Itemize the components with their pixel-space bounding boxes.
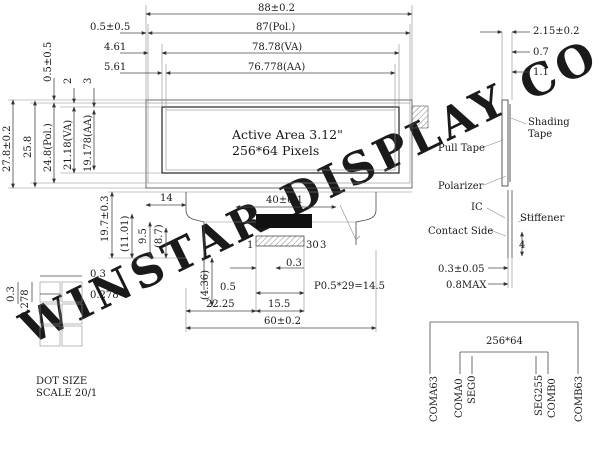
label-shading-tape-2: Tape [528, 129, 552, 140]
dim-pol-width: 87(Pol.) [256, 22, 295, 33]
active-area-pixels: 256*64 Pixels [232, 143, 319, 158]
side-dim-4: 4 [519, 240, 525, 251]
dim-pitch: P0.5*29=14.5 [314, 281, 385, 292]
front-view: Active Area 3.12" 256*64 Pixels [145, 99, 429, 193]
dim-fpc-left-14: 14 [160, 193, 173, 204]
dim-height-25-8: 25.8 [23, 136, 34, 158]
dim-22-25: 22.25 [206, 299, 235, 310]
dim-va-width: 78.78(VA) [252, 42, 302, 53]
polarizer-outline [147, 102, 411, 184]
pin-coma63: COMA63 [429, 376, 440, 422]
matrix-schematic: 256*64 COMA63 COMA0 SEG0 SEG255 COMB0 CO… [429, 321, 585, 422]
dim-overall-width: 88±0.2 [258, 3, 295, 14]
dim-left-offset-3: 5.61 [104, 62, 126, 73]
side-dim-1-1: 1.1 [533, 67, 549, 78]
dim-va-height: 21.18(VA) [63, 120, 74, 170]
dim-0-3: 0.3 [286, 258, 302, 269]
dot-dim-v-0-3: 0.3 [6, 286, 17, 302]
dot-size-label: DOT SIZE [36, 376, 87, 387]
pin-coma0: COMA0 [454, 378, 465, 418]
label-stiffener: Stiffener [520, 213, 564, 224]
side-dim-0-7: 0.7 [533, 47, 549, 58]
dim-pol-height: 24.8(Pol.) [43, 123, 54, 172]
dim-outer-height: 27.8±0.2 [2, 125, 13, 172]
active-area [165, 109, 396, 171]
dim-11-01: (11.01) [120, 215, 131, 252]
active-area-title: Active Area 3.12" [231, 127, 343, 142]
pin-seg0: SEG0 [467, 375, 478, 404]
side-polarizer [508, 104, 511, 182]
left-dimensions: 27.8±0.2 25.8 24.8(Pol.) 21.18(VA) 19.17… [2, 42, 162, 189]
label-shading-tape-1: Shading [528, 117, 570, 128]
dim-top-offset-2: 2 [63, 78, 74, 84]
dim-aa-height: 19.178(AA) [83, 115, 94, 172]
dim-15-5: 15.5 [268, 299, 290, 310]
dim-8-7: (8.7) [154, 224, 165, 248]
label-contact-side: Contact Side [428, 226, 493, 237]
fpc-connector [255, 235, 305, 247]
dim-9-5: 9.5 [138, 228, 149, 244]
side-view: 2.15±0.2 0.7 1.1 Pull Tape Shading Tape … [428, 26, 580, 291]
viewing-area [161, 106, 400, 174]
dot-size-detail: 0.3 0.278 0.3 0.278 DOT SIZE SCALE 20/1 [6, 269, 119, 399]
dot-dim-v-0-278: 0.278 [20, 289, 31, 318]
side-dim-0-3: 0.3±0.05 [438, 264, 485, 275]
fpc-area: 1 30 3 14 40±0.1 0.5 0.3 P0.5*29=14.5 22… [100, 191, 385, 332]
dim-ic-width: 40±0.1 [266, 195, 303, 206]
glass-outline [145, 99, 413, 189]
pin-1-label: 1 [247, 240, 253, 251]
label-pull-tape: Pull Tape [438, 143, 485, 154]
dim-0-5: 0.5 [220, 282, 236, 293]
top-dimensions: 88±0.2 87(Pol.) 78.78(VA) 76.778(AA) 0.5… [90, 3, 413, 110]
side-dim-2-15: 2.15±0.2 [533, 26, 580, 37]
label-polarizer: Polarizer [438, 181, 484, 192]
dim-19-7: 19.7±0.3 [100, 195, 111, 242]
dot-size-scale: SCALE 20/1 [36, 388, 97, 399]
dot-dim-h-0-278: 0.278 [90, 290, 119, 301]
pin-comb63: COMB63 [574, 376, 585, 422]
dim-left-offset-2: 4.61 [104, 42, 126, 53]
label-ic: IC [471, 202, 483, 213]
side-dim-0-8: 0.8MAX [446, 280, 487, 291]
ic-chip [256, 214, 312, 228]
pin-seg255: SEG255 [534, 375, 545, 416]
dim-4-36: (4.36) [200, 270, 211, 300]
side-glass [501, 99, 509, 187]
dim-left-offset-1: 0.5±0.5 [90, 22, 130, 33]
dim-top-offset-3: 3 [83, 78, 94, 84]
matrix-label: 256*64 [486, 336, 523, 347]
dim-top-offset-1: 0.5±0.5 [43, 42, 54, 82]
pin-30-label: 30 [306, 240, 319, 251]
dim-aa-width: 76.778(AA) [248, 62, 305, 73]
pin-3-label: 3 [320, 240, 326, 251]
dot-dim-h-0-3: 0.3 [90, 269, 106, 280]
dim-60: 60±0.2 [264, 316, 301, 327]
pin-comb0: COMB0 [547, 378, 558, 418]
pull-tape-hatch [411, 105, 429, 129]
